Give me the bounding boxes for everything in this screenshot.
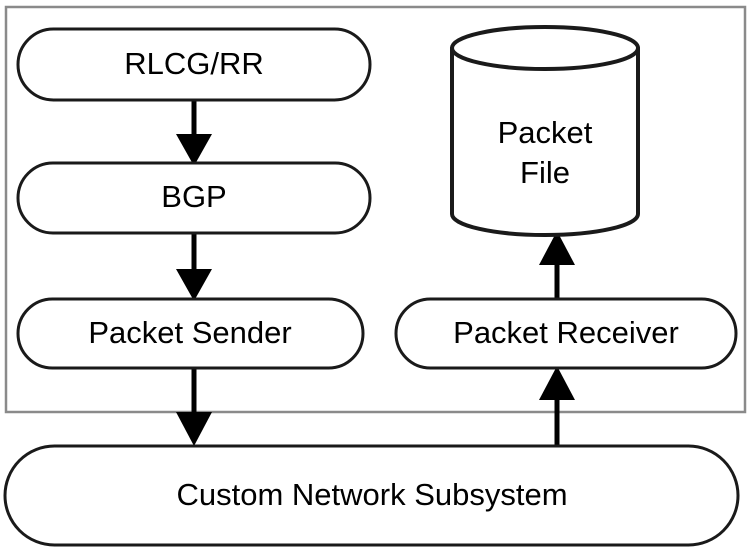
- node-custom-network-subsystem-shape[interactable]: [3, 444, 740, 547]
- node-packet-file-label-line2: File: [520, 155, 570, 190]
- edge-rlcg-to-bgp: [176, 98, 212, 166]
- edge-packet-receiver-to-packet-file: [539, 231, 575, 300]
- node-bgp-shape[interactable]: [16, 161, 372, 235]
- node-packet-file-top: [450, 25, 640, 71]
- edge-bgp-to-packet-sender: [176, 231, 212, 301]
- node-rlcg-rr[interactable]: RLCG/RR: [16, 27, 372, 102]
- node-packet-sender-shape[interactable]: [16, 297, 365, 370]
- node-custom-network-subsystem-label: Custom Network Subsystem: [176, 477, 567, 512]
- node-packet-receiver-label: Packet Receiver: [453, 315, 679, 350]
- node-rlcg-rr-shape[interactable]: [16, 27, 372, 102]
- edge-network-to-packet-receiver: [539, 366, 575, 447]
- node-bgp[interactable]: BGP: [16, 161, 372, 235]
- node-bgp-label: BGP: [161, 179, 226, 214]
- node-packet-sender-label: Packet Sender: [88, 315, 291, 350]
- node-packet-sender[interactable]: Packet Sender: [16, 297, 365, 370]
- node-custom-network-subsystem[interactable]: Custom Network Subsystem: [3, 444, 740, 547]
- node-packet-file[interactable]: Packet File: [450, 25, 640, 237]
- node-packet-file-body[interactable]: [450, 46, 640, 237]
- node-rlcg-rr-label: RLCG/RR: [124, 46, 264, 81]
- node-packet-receiver-shape[interactable]: [394, 297, 738, 370]
- node-packet-file-label-line1: Packet: [498, 115, 593, 150]
- edge-packet-sender-to-network: [176, 366, 212, 446]
- node-packet-receiver[interactable]: Packet Receiver: [394, 297, 738, 370]
